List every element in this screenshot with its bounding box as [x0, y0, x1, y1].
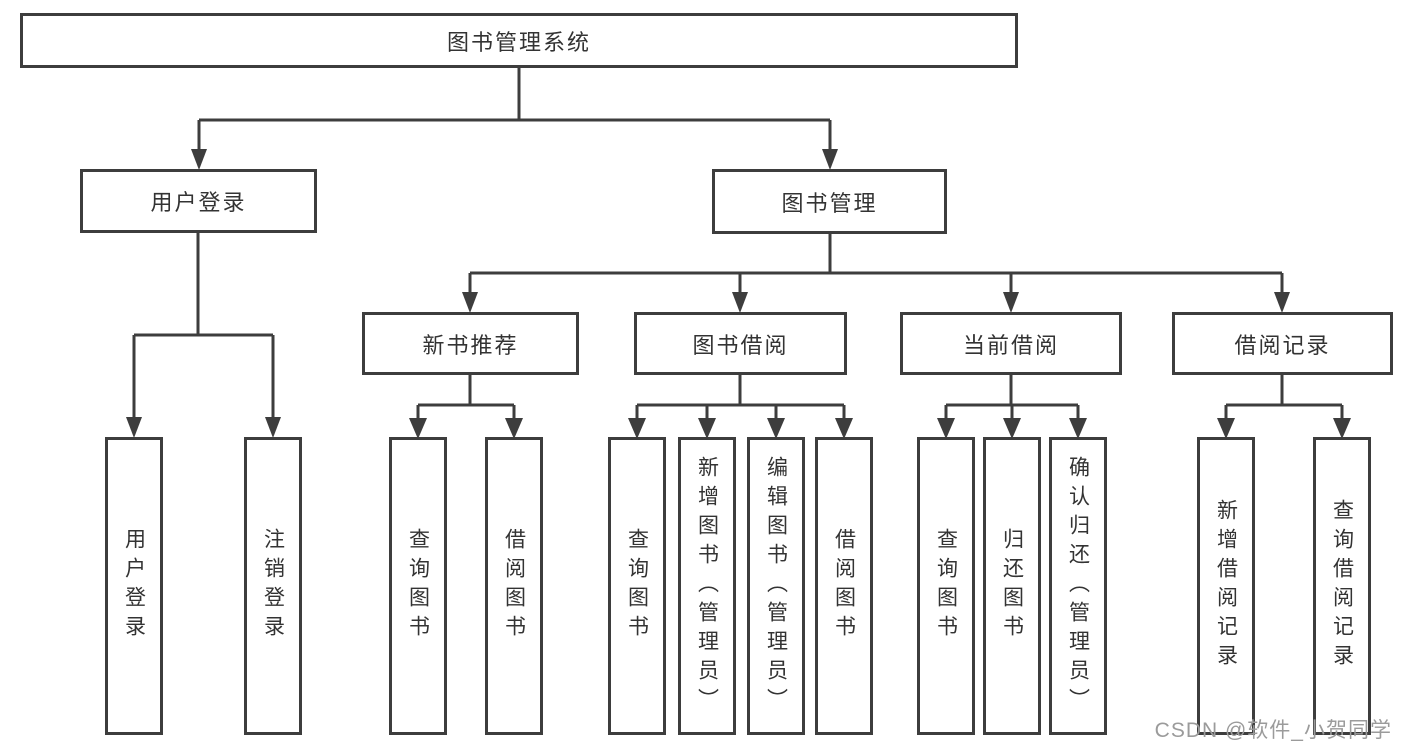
node-leaf-edit-book-admin-label: 编辑图书（管理员）: [764, 455, 788, 717]
node-leaf-confirm-return-admin-label: 确认归还（管理员）: [1066, 455, 1090, 717]
node-borrow-records-label: 借阅记录: [1234, 332, 1331, 358]
node-leaf-logout-label: 注销登录: [261, 528, 285, 644]
arrowhead: [835, 418, 853, 439]
node-book-management-label: 图书管理: [781, 190, 878, 216]
node-leaf-query-books-2: 查询图书: [608, 437, 666, 735]
arrowhead: [732, 292, 748, 313]
arrowhead: [698, 418, 716, 439]
node-leaf-borrow-books-2-label: 借阅图书: [832, 528, 856, 644]
node-book-management: 图书管理: [712, 169, 947, 234]
arrowhead: [126, 417, 142, 438]
node-current-borrow: 当前借阅: [900, 312, 1122, 375]
node-leaf-add-book-admin-label: 新增图书（管理员）: [695, 455, 719, 717]
node-leaf-add-borrow-record: 新增借阅记录: [1197, 437, 1255, 735]
arrowhead: [409, 418, 427, 439]
node-leaf-add-book-admin: 新增图书（管理员）: [678, 437, 736, 735]
node-user-login-label: 用户登录: [150, 190, 247, 215]
node-leaf-confirm-return-admin: 确认归还（管理员）: [1049, 437, 1107, 735]
node-user-login: 用户登录: [80, 169, 317, 233]
arrowhead: [1069, 418, 1087, 439]
node-leaf-borrow-books-2: 借阅图书: [815, 437, 873, 735]
csdn-watermark: CSDN @软件_小贺同学: [1154, 719, 1392, 742]
node-leaf-user-login-label: 用户登录: [122, 528, 146, 644]
arrowhead: [937, 418, 955, 439]
arrowhead: [767, 418, 785, 439]
node-leaf-logout: 注销登录: [244, 437, 302, 735]
arrowhead: [1003, 418, 1021, 439]
node-leaf-edit-book-admin: 编辑图书（管理员）: [747, 437, 805, 735]
node-current-borrow-label: 当前借阅: [962, 332, 1059, 358]
arrowhead: [1274, 292, 1290, 313]
arrowhead: [628, 418, 646, 439]
node-leaf-query-books-1: 查询图书: [389, 437, 447, 735]
node-leaf-query-books-3: 查询图书: [917, 437, 975, 735]
node-leaf-borrow-books-1: 借阅图书: [485, 437, 543, 735]
node-leaf-return-book-label: 归还图书: [1000, 528, 1024, 644]
arrowhead: [822, 149, 838, 170]
node-leaf-query-borrow-record-label: 查询借阅记录: [1330, 499, 1354, 673]
connector-new-book-recommend: [409, 375, 523, 439]
node-root-system-label: 图书管理系统: [446, 29, 591, 55]
connector-borrow-records: [1217, 375, 1351, 439]
node-leaf-add-borrow-record-label: 新增借阅记录: [1214, 499, 1238, 673]
connector-user-login: [126, 233, 281, 438]
arrowhead: [1217, 418, 1235, 439]
node-leaf-query-books-1-label: 查询图书: [406, 528, 430, 644]
node-leaf-query-books-2-label: 查询图书: [625, 528, 649, 644]
arrowhead: [265, 417, 281, 438]
arrowhead: [505, 418, 523, 439]
node-leaf-user-login: 用户登录: [105, 437, 163, 735]
connector-root: [191, 68, 838, 170]
node-new-book-recommend: 新书推荐: [362, 312, 579, 375]
node-leaf-borrow-books-1-label: 借阅图书: [502, 528, 526, 644]
connector-current-borrow: [937, 375, 1087, 439]
arrowhead: [462, 292, 478, 313]
arrowhead: [191, 149, 207, 170]
node-leaf-query-books-3-label: 查询图书: [934, 528, 958, 644]
node-root-system: 图书管理系统: [20, 13, 1018, 68]
node-book-borrow: 图书借阅: [634, 312, 847, 375]
arrowhead: [1333, 418, 1351, 439]
connector-book-management: [462, 234, 1290, 313]
node-new-book-recommend-label: 新书推荐: [422, 332, 519, 358]
node-book-borrow-label: 图书借阅: [692, 332, 789, 358]
node-borrow-records: 借阅记录: [1172, 312, 1393, 375]
node-leaf-query-borrow-record: 查询借阅记录: [1313, 437, 1371, 735]
arrowhead: [1003, 292, 1019, 313]
node-leaf-return-book: 归还图书: [983, 437, 1041, 735]
connector-book-borrow: [628, 375, 853, 439]
